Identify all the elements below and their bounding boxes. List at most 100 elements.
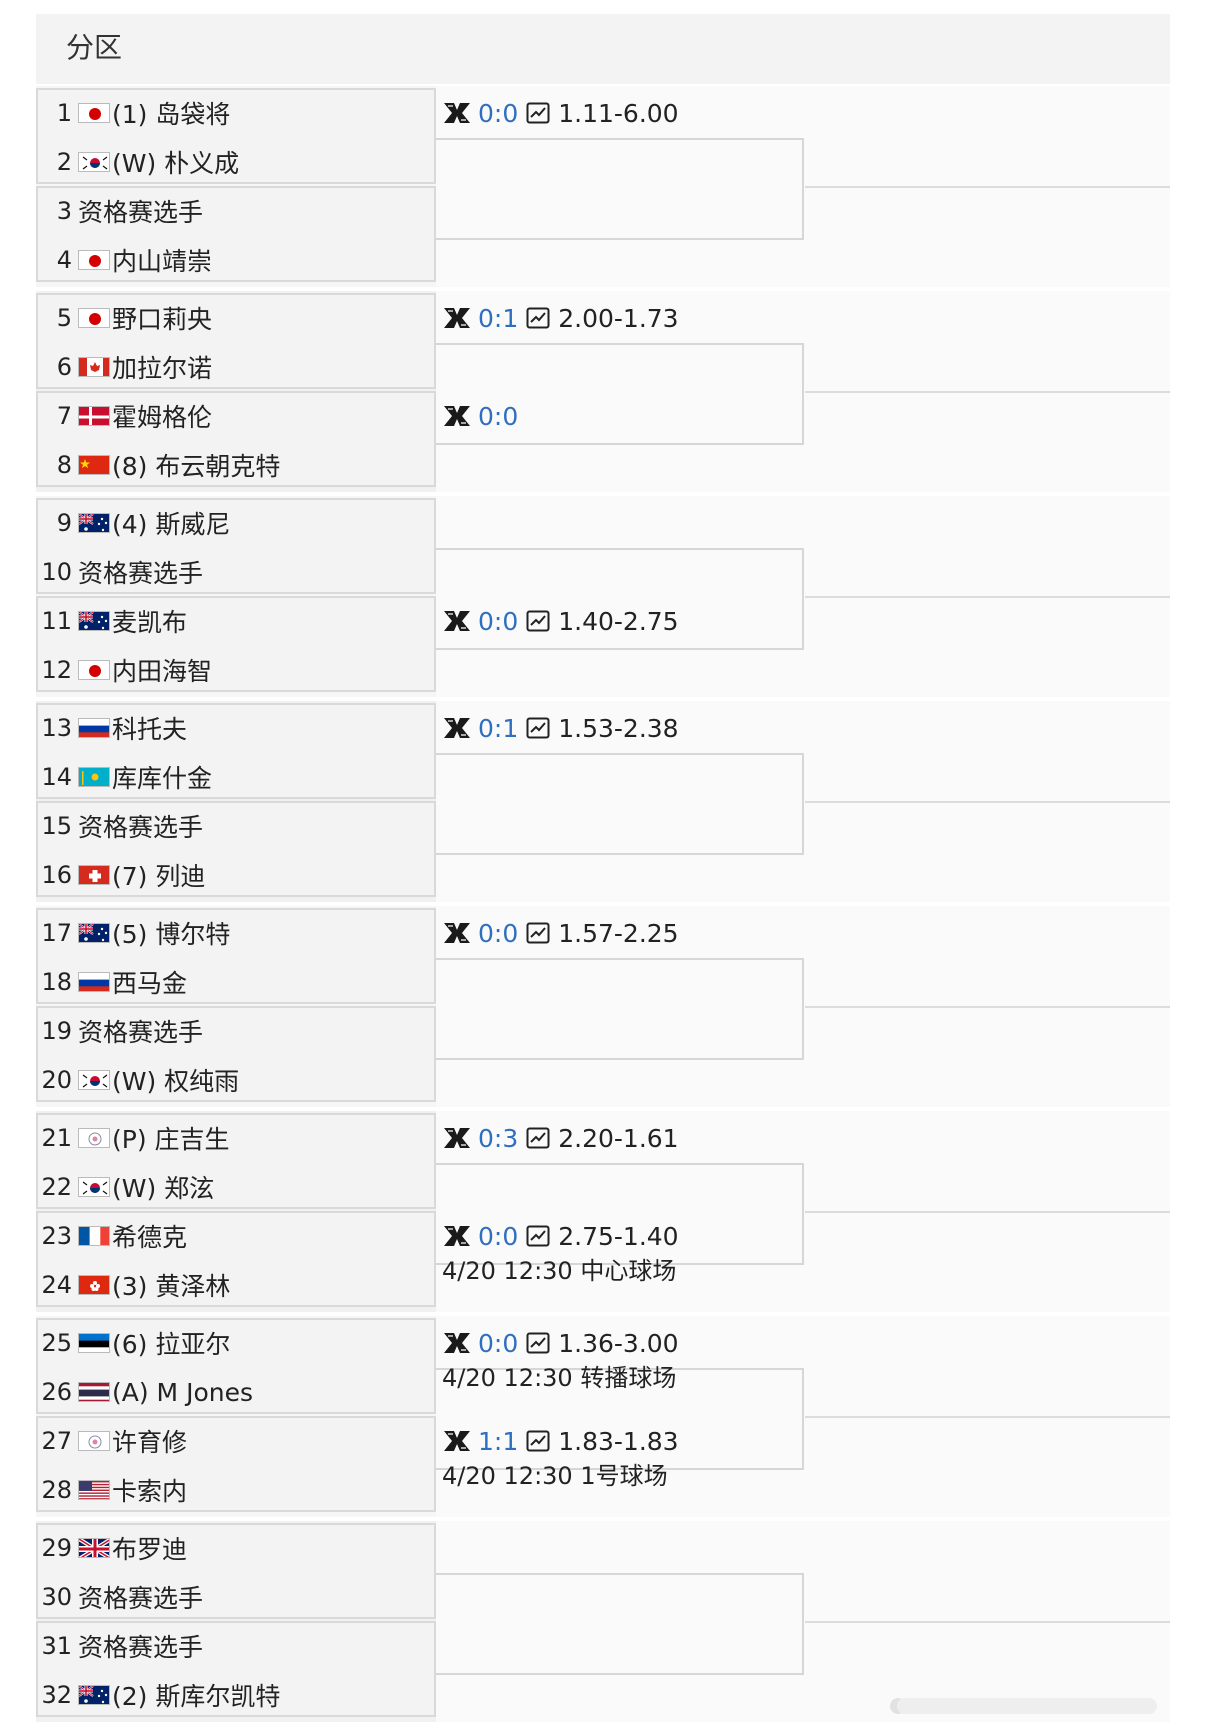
match-info[interactable]: 0:0 [442,401,526,431]
match-info[interactable]: 0:0 1.11-6.00 [442,98,679,128]
match-info[interactable]: 0:0 2.75-1.40 [442,1221,679,1251]
match-score[interactable]: 0:0 [478,401,519,431]
round2-match-box[interactable] [436,343,804,445]
player-name[interactable]: (W) 郑泫 [112,1174,215,1203]
trend-chart-icon[interactable] [526,307,550,329]
player-name[interactable]: 资格赛选手 [78,1633,204,1662]
player-name[interactable]: 科托夫 [112,715,188,744]
match-info[interactable]: 0:0 1.40-2.75 [442,606,679,636]
player-row[interactable]: 17(5) 博尔特 [38,910,230,956]
player-name[interactable]: (W) 朴义成 [112,149,240,178]
match-score[interactable]: 0:0 [478,918,519,948]
round2-match-box[interactable] [436,548,804,650]
match-score[interactable]: 0:0 [478,606,519,636]
match-score[interactable]: 0:1 [478,303,519,333]
match-score[interactable]: 1:1 [478,1426,519,1456]
player-name[interactable]: 加拉尔诺 [112,354,213,383]
player-name[interactable]: (2) 斯库尔凯特 [112,1682,281,1711]
player-name[interactable]: 西马金 [112,969,188,998]
player-name[interactable]: 许育修 [112,1428,188,1457]
player-name[interactable]: 希德克 [112,1223,188,1252]
trend-chart-icon[interactable] [526,102,550,124]
player-name[interactable]: (7) 列迪 [112,862,206,891]
round2-match-box[interactable] [436,138,804,240]
player-row[interactable]: 1(1) 岛袋将 [38,90,231,136]
player-name[interactable]: 资格赛选手 [78,198,204,227]
round2-match-box[interactable] [436,753,804,855]
player-name[interactable]: (A) M Jones [112,1377,253,1407]
player-name[interactable]: (3) 黄泽林 [112,1272,231,1301]
player-name[interactable]: (5) 博尔特 [112,920,231,949]
player-name[interactable]: 霍姆格伦 [112,403,213,432]
player-row[interactable]: 2(W) 朴义成 [38,139,239,185]
player-name[interactable]: 内田海智 [112,657,213,686]
scroll-indicator[interactable] [897,1698,1157,1714]
player-name[interactable]: 麦凯布 [112,608,188,637]
player-row[interactable]: 21(P) 庄吉生 [38,1115,230,1161]
player-row[interactable]: 20(W) 权纯雨 [38,1057,239,1103]
player-row[interactable]: 26(A) M Jones [38,1369,253,1415]
trend-chart-icon[interactable] [526,1127,550,1149]
match-score[interactable]: 0:0 [478,98,519,128]
round2-match-box[interactable] [436,1368,804,1470]
trend-chart-icon[interactable] [526,922,550,944]
player-row[interactable]: 24(3) 黄泽林 [38,1262,230,1308]
player-name[interactable]: (4) 斯威尼 [112,510,231,539]
player-name[interactable]: 资格赛选手 [78,813,204,842]
match-info[interactable]: 0:0 1.36-3.00 [442,1328,679,1358]
trend-chart-icon[interactable] [526,717,550,739]
trend-chart-icon[interactable] [526,1430,550,1452]
match-info[interactable]: 0:1 2.00-1.73 [442,303,679,333]
player-name[interactable]: 布罗迪 [112,1535,188,1564]
player-name[interactable]: (W) 权纯雨 [112,1067,240,1096]
match-info[interactable]: 0:3 2.20-1.61 [442,1123,679,1153]
match-score[interactable]: 0:3 [478,1123,519,1153]
player-row[interactable]: 9(4) 斯威尼 [38,500,231,546]
player-name[interactable]: 库库什金 [112,764,213,793]
player-row[interactable]: 16(7) 列迪 [38,852,205,898]
round2-match-box[interactable] [436,958,804,1060]
match-score[interactable]: 0:0 [478,1328,519,1358]
player-name[interactable]: 卡索内 [112,1477,188,1506]
player-name[interactable]: 内山靖崇 [112,247,213,276]
player-row[interactable]: 25(6) 拉亚尔 [38,1320,230,1366]
player-name[interactable]: (P) 庄吉生 [112,1125,230,1154]
trend-chart-icon[interactable] [526,1332,550,1354]
player-row[interactable]: 32(2) 斯库尔凯特 [38,1672,280,1718]
player-row[interactable]: 22(W) 郑泫 [38,1164,214,1210]
player-name[interactable]: (8) 布云朝克特 [112,452,281,481]
trend-chart-icon[interactable] [526,610,550,632]
player-name[interactable]: 资格赛选手 [78,1018,204,1047]
player-name[interactable]: 野口莉央 [112,305,213,334]
trend-chart-icon[interactable] [526,1225,550,1247]
player-name[interactable]: (1) 岛袋将 [112,100,231,129]
match-info[interactable]: 0:0 1.57-2.25 [442,918,679,948]
player-name[interactable]: 资格赛选手 [78,559,204,588]
player-row[interactable]: 8(8) 布云朝克特 [38,442,281,488]
round2-match-box[interactable] [436,1573,804,1675]
match-info[interactable]: 0:1 1.53-2.38 [442,713,679,743]
match-score[interactable]: 0:0 [478,1221,519,1251]
match-score[interactable]: 0:1 [478,713,519,743]
player-name[interactable]: (6) 拉亚尔 [112,1330,231,1359]
player-name[interactable]: 资格赛选手 [78,1584,204,1613]
